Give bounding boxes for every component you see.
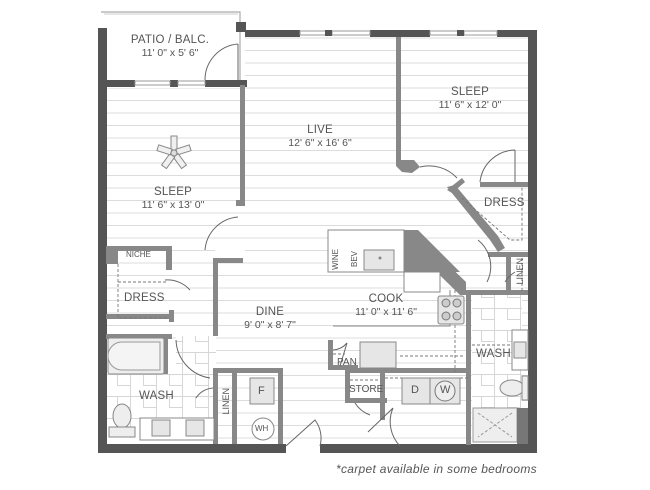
- label-dress-right: DRESS: [484, 197, 525, 209]
- room-name: PATIO / BALC.: [130, 34, 210, 46]
- label-bev: BEV: [350, 251, 359, 268]
- water-heater: [251, 417, 275, 441]
- label-pantry: PAN: [337, 357, 357, 368]
- room-name: LIVE: [307, 124, 333, 136]
- interior-walls: [106, 37, 528, 445]
- ceiling-fan-icon: [156, 135, 192, 170]
- room-cook: COOK 11' 0" x 11' 6": [326, 293, 446, 319]
- windows: [134, 30, 498, 86]
- fixtures: [107, 249, 529, 444]
- room-dimensions: 9' 0" x 8' 7": [244, 319, 296, 331]
- label-wine: WINE: [331, 249, 340, 270]
- room-name: DINE: [255, 306, 285, 318]
- room-dimensions: 12' 6" x 16' 6": [288, 137, 352, 149]
- room-dimensions: 11' 6" x 12' 0": [438, 99, 502, 111]
- door-swings: [164, 43, 516, 447]
- label-water-heater: WH: [255, 424, 269, 433]
- room-dimensions: 11' 0" x 11' 6": [355, 306, 417, 318]
- toilet-left: [112, 403, 132, 429]
- label-niche: NICHE: [126, 250, 151, 259]
- kitchen-sink: [363, 249, 395, 271]
- kitchen-counters: [327, 229, 460, 369]
- label-wash-right: WASH: [476, 348, 511, 360]
- room-patio: PATIO / BALC. 11' 0" x 5' 6": [105, 34, 235, 60]
- room-sleep-right: SLEEP 11' 6" x 12' 0": [410, 86, 530, 112]
- toilet-right: [499, 379, 525, 397]
- label-linen-right: LINEN: [515, 258, 525, 285]
- room-live: LIVE 12' 6" x 16' 6": [260, 124, 380, 150]
- label-linen-left: LINEN: [221, 388, 231, 415]
- room-name: SLEEP: [450, 86, 490, 98]
- room-dine: DINE 9' 0" x 8' 7": [210, 306, 330, 332]
- room-dimensions: 11' 6" x 13' 0": [141, 199, 205, 211]
- footnote: *carpet available in some bedrooms: [336, 462, 537, 476]
- label-dryer: D: [411, 384, 419, 396]
- room-sleep-left: SLEEP 11' 6" x 13' 0": [113, 186, 233, 212]
- label-wash-left: WASH: [139, 390, 174, 402]
- furnace: [249, 377, 275, 405]
- room-name: SLEEP: [153, 186, 193, 198]
- room-name: COOK: [368, 293, 404, 305]
- label-washer: W: [440, 384, 451, 396]
- patio-outline: [101, 11, 241, 80]
- room-dimensions: 11' 0" x 5' 6": [141, 47, 199, 59]
- label-dress-left: DRESS: [124, 292, 165, 304]
- label-furnace: F: [258, 385, 265, 397]
- exterior-walls: [98, 22, 537, 453]
- label-store: STORE: [349, 384, 384, 395]
